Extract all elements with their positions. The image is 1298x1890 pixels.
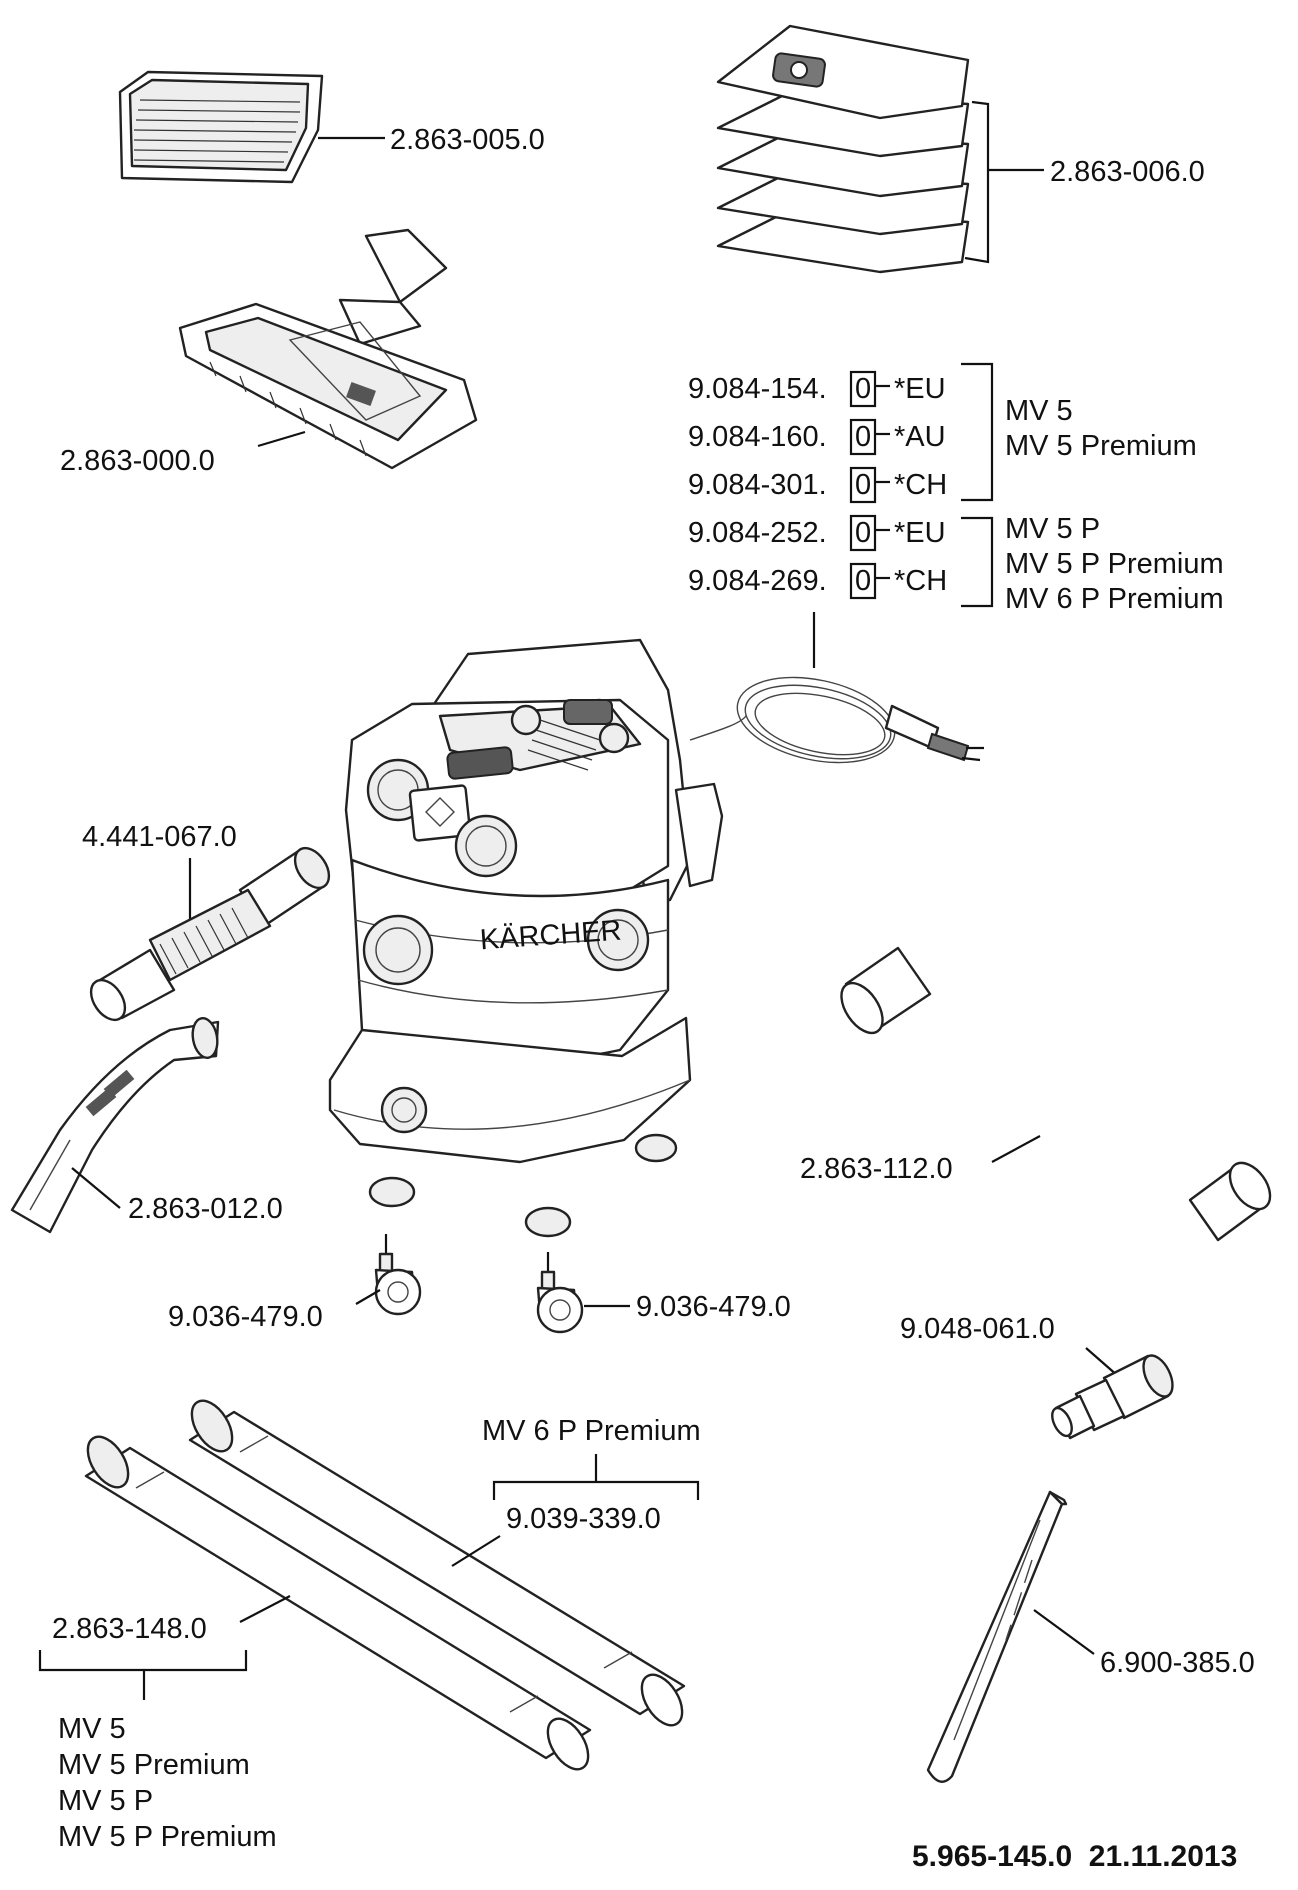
model-group-a-2: MV 5 Premium: [1005, 430, 1197, 462]
suction-hose: 2.863-112.0: [800, 845, 1272, 1250]
svg-text:9.084-301.: 9.084-301.: [688, 469, 827, 501]
cable-row-1: 9.084-154. 0 *EU: [688, 370, 946, 408]
tube-right-label-group: MV 6 P Premium 9.039-339.0: [451, 1415, 701, 1567]
tube-right-model: MV 6 P Premium: [482, 1415, 701, 1447]
elbow-part-number: 2.863-012.0: [128, 1193, 283, 1225]
cable-suffix-box: 0: [855, 373, 871, 405]
power-cable-variants: 9.084-154. 0 *EU 9.084-160. 0 *AU 9.084-…: [688, 362, 1224, 668]
tube-left-model-2: MV 5 Premium: [58, 1749, 250, 1781]
tube-left-model-3: MV 5 P: [58, 1785, 153, 1817]
svg-text:*EU: *EU: [894, 517, 946, 549]
castor-right: 9.036-479.0: [536, 1252, 791, 1334]
tube-left-part-number: 2.863-148.0: [52, 1613, 207, 1645]
svg-text:*CH: *CH: [894, 565, 947, 597]
filter-part-number: 2.863-005.0: [390, 124, 545, 156]
reducer-part-number: 9.048-061.0: [900, 1313, 1055, 1345]
svg-text:9.084-160.: 9.084-160.: [688, 421, 827, 453]
floor-nozzle: 2.863-000.0: [60, 228, 478, 477]
crevice-nozzle: 6.900-385.0: [926, 1490, 1255, 1783]
tube-left-label-group: 2.863-148.0 MV 5 MV 5 Premium MV 5 P MV …: [38, 1595, 291, 1853]
svg-text:9.084-252.: 9.084-252.: [688, 517, 827, 549]
model-group-b-2: MV 5 P Premium: [1005, 548, 1224, 580]
svg-text:9.084-154.: 9.084-154.: [688, 373, 827, 405]
cable-row-5: 9.084-269. 0 *CH: [688, 562, 947, 600]
reducer-adapter: 9.048-061.0: [900, 1313, 1174, 1440]
tube-right-part-number: 9.039-339.0: [506, 1503, 661, 1535]
cartridge-filter: 2.863-005.0: [118, 70, 545, 184]
svg-text:*EU: *EU: [894, 373, 946, 405]
suction-hose-part-number: 2.863-112.0: [800, 1153, 953, 1185]
elbow-handle: 2.863-012.0: [10, 1016, 283, 1234]
model-group-a-1: MV 5: [1005, 395, 1073, 427]
svg-text:*AU: *AU: [894, 421, 946, 453]
model-group-b-1: MV 5 P: [1005, 513, 1100, 545]
suction-tube-left: [84, 1435, 592, 1771]
cable-suffix-box: 0: [855, 469, 871, 501]
adapter-hose-part-number: 4.441-067.0: [82, 821, 237, 853]
model-group-b-3: MV 6 P Premium: [1005, 583, 1224, 615]
adapter-hose: 4.441-067.0: [82, 821, 331, 1022]
castor-left-part-number: 9.036-479.0: [168, 1301, 323, 1333]
svg-text:*CH: *CH: [894, 469, 947, 501]
cable-suffix-box: 0: [855, 517, 871, 549]
svg-text:9.084-269.: 9.084-269.: [688, 565, 827, 597]
vacuum-body: KÄRCHER: [328, 638, 724, 1238]
crevice-nozzle-part-number: 6.900-385.0: [1100, 1647, 1255, 1679]
cable-suffix-box: 0: [855, 421, 871, 453]
cable-row-4: 9.084-252. 0 *EU: [688, 514, 946, 552]
suction-tube-right: [188, 1399, 686, 1727]
cable-row-2: 9.084-160. 0 *AU: [688, 418, 946, 456]
tube-left-model-4: MV 5 P Premium: [58, 1821, 277, 1853]
tube-left-model-1: MV 5: [58, 1713, 126, 1745]
cable-coil: [689, 676, 984, 764]
cable-suffix-box: 0: [855, 565, 871, 597]
cable-row-3: 9.084-301. 0 *CH: [688, 466, 947, 504]
document-footer: 5.965-145.0 21.11.2013: [912, 1840, 1237, 1873]
castor-left: 9.036-479.0: [168, 1234, 422, 1333]
floor-nozzle-part-number: 2.863-000.0: [60, 445, 215, 477]
filter-bags-part-number: 2.863-006.0: [1050, 156, 1205, 188]
filter-bags: 2.863-006.0: [716, 24, 1205, 274]
castor-right-part-number: 9.036-479.0: [636, 1291, 791, 1323]
